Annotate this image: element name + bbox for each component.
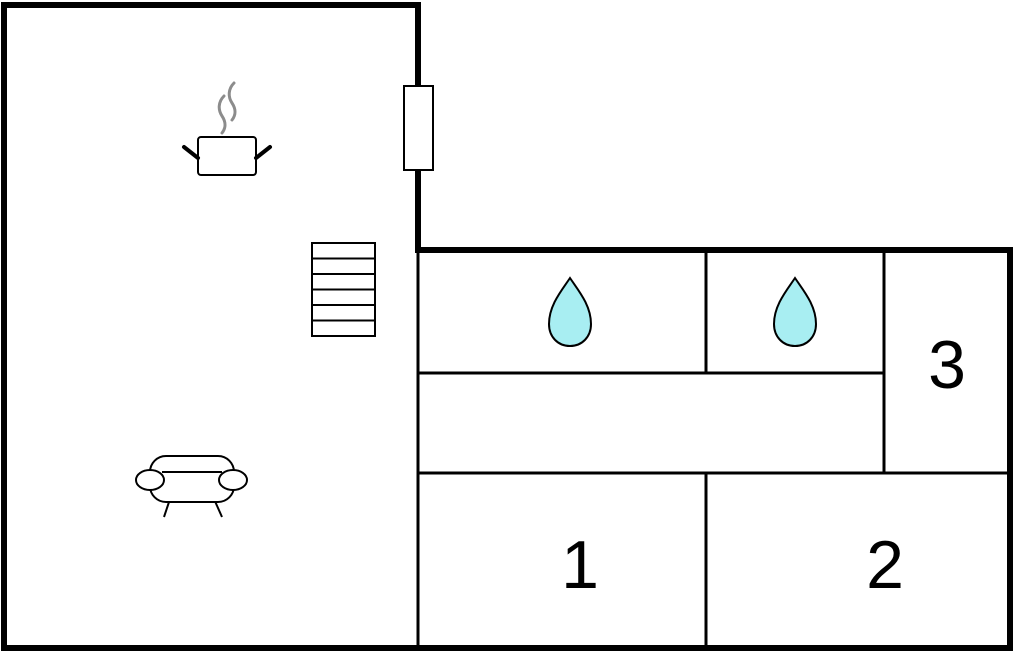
stairs-icon	[311, 242, 376, 337]
interior-walls	[416, 250, 1010, 648]
room-number-2: 2	[866, 527, 904, 603]
water-drop-icon	[547, 276, 593, 348]
water-drop-icon	[772, 276, 818, 348]
sofa-icon	[135, 455, 248, 518]
room-number-3: 3	[928, 327, 966, 403]
room-number-1: 1	[561, 527, 599, 603]
cooking-pot-icon	[182, 81, 272, 176]
door-icon	[403, 85, 434, 171]
